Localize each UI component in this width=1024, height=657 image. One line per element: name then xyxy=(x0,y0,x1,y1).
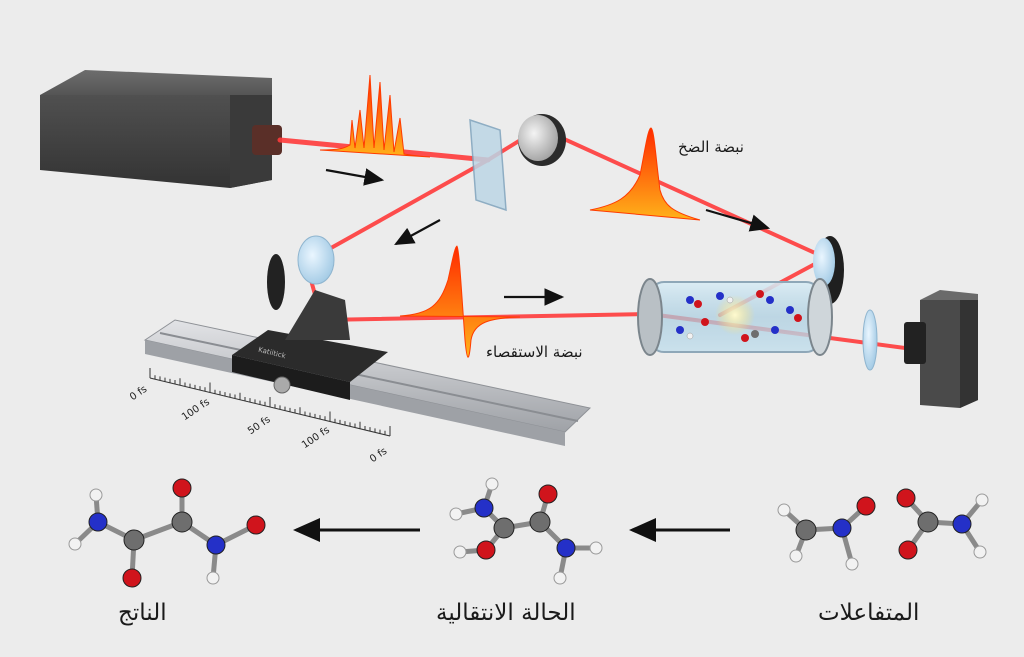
beam-arrows xyxy=(325,168,771,306)
reaction-flare xyxy=(715,295,755,335)
pump-pulse-label: نبضة الضخ xyxy=(678,138,744,156)
probe-pulse-label: نبضة الاستقصاء xyxy=(486,343,583,361)
oxygen-atom xyxy=(172,478,192,498)
product-molecule xyxy=(68,478,266,588)
delay-scale xyxy=(149,368,391,437)
hydrogen-atom xyxy=(453,545,467,559)
molecules xyxy=(68,477,989,588)
nitrogen-atom xyxy=(206,535,226,555)
delay-stage-carriage[interactable] xyxy=(232,290,388,400)
delay-rail xyxy=(143,319,592,446)
carbon-atom xyxy=(171,511,193,533)
cell-molecules xyxy=(676,290,802,342)
arrow-pump xyxy=(705,208,771,232)
delay-scale-baseline xyxy=(149,377,391,437)
laser-source xyxy=(40,70,282,188)
transition-state-label: الحالة الانتقالية xyxy=(436,600,576,626)
pump-pulse-shape xyxy=(589,127,701,221)
carbon-atom xyxy=(123,529,145,551)
beam-pump xyxy=(538,126,828,260)
hydrogen-atom xyxy=(485,477,499,491)
oxygen-atom xyxy=(856,496,876,516)
product-label: الناتج xyxy=(118,600,167,626)
reactants-label: المتفاعلات xyxy=(818,600,920,626)
nitrogen-atom xyxy=(832,518,852,538)
carbon-atom xyxy=(795,519,817,541)
hydrogen-atom xyxy=(89,488,103,502)
oxygen-atom xyxy=(898,540,918,560)
hydrogen-atom xyxy=(789,549,803,563)
oxygen-atom xyxy=(122,568,142,588)
oxygen-atom xyxy=(476,540,496,560)
sample-cell xyxy=(637,278,833,356)
beam-splitter xyxy=(469,118,507,212)
nitrogen-atom xyxy=(474,498,494,518)
hydrogen-atom xyxy=(449,507,463,521)
nitrogen-atom xyxy=(952,514,972,534)
mirror-delay xyxy=(267,235,335,310)
arrow-probe-return xyxy=(394,219,441,246)
reactant-molecule-2 xyxy=(896,488,989,560)
carbon-atom xyxy=(529,511,551,533)
oxygen-atom xyxy=(538,484,558,504)
laser-aperture xyxy=(252,125,282,155)
hydrogen-atom xyxy=(68,537,82,551)
mirror-top xyxy=(518,114,566,166)
nitrogen-atom xyxy=(88,512,108,532)
hydrogen-atom xyxy=(206,571,220,585)
pulse-train xyxy=(319,74,431,158)
lens-detector xyxy=(862,309,878,371)
hydrogen-atom xyxy=(589,541,603,555)
carbon-atom xyxy=(493,517,515,539)
detector xyxy=(904,290,978,408)
probe-pulse-shape xyxy=(399,245,521,358)
nitrogen-atom xyxy=(556,538,576,558)
transition-state-molecule xyxy=(449,477,603,585)
oxygen-atom xyxy=(246,515,266,535)
hydrogen-atom xyxy=(973,545,987,559)
stage-knob xyxy=(273,376,291,394)
hydrogen-atom xyxy=(845,557,859,571)
hydrogen-atom xyxy=(777,503,791,517)
oxygen-atom xyxy=(896,488,916,508)
reactant-molecule-1 xyxy=(777,496,876,571)
arrow-source xyxy=(325,168,385,186)
beam-probe-path xyxy=(304,158,490,264)
hydrogen-atom xyxy=(553,571,567,585)
carbon-atom xyxy=(917,511,939,533)
hydrogen-atom xyxy=(975,493,989,507)
